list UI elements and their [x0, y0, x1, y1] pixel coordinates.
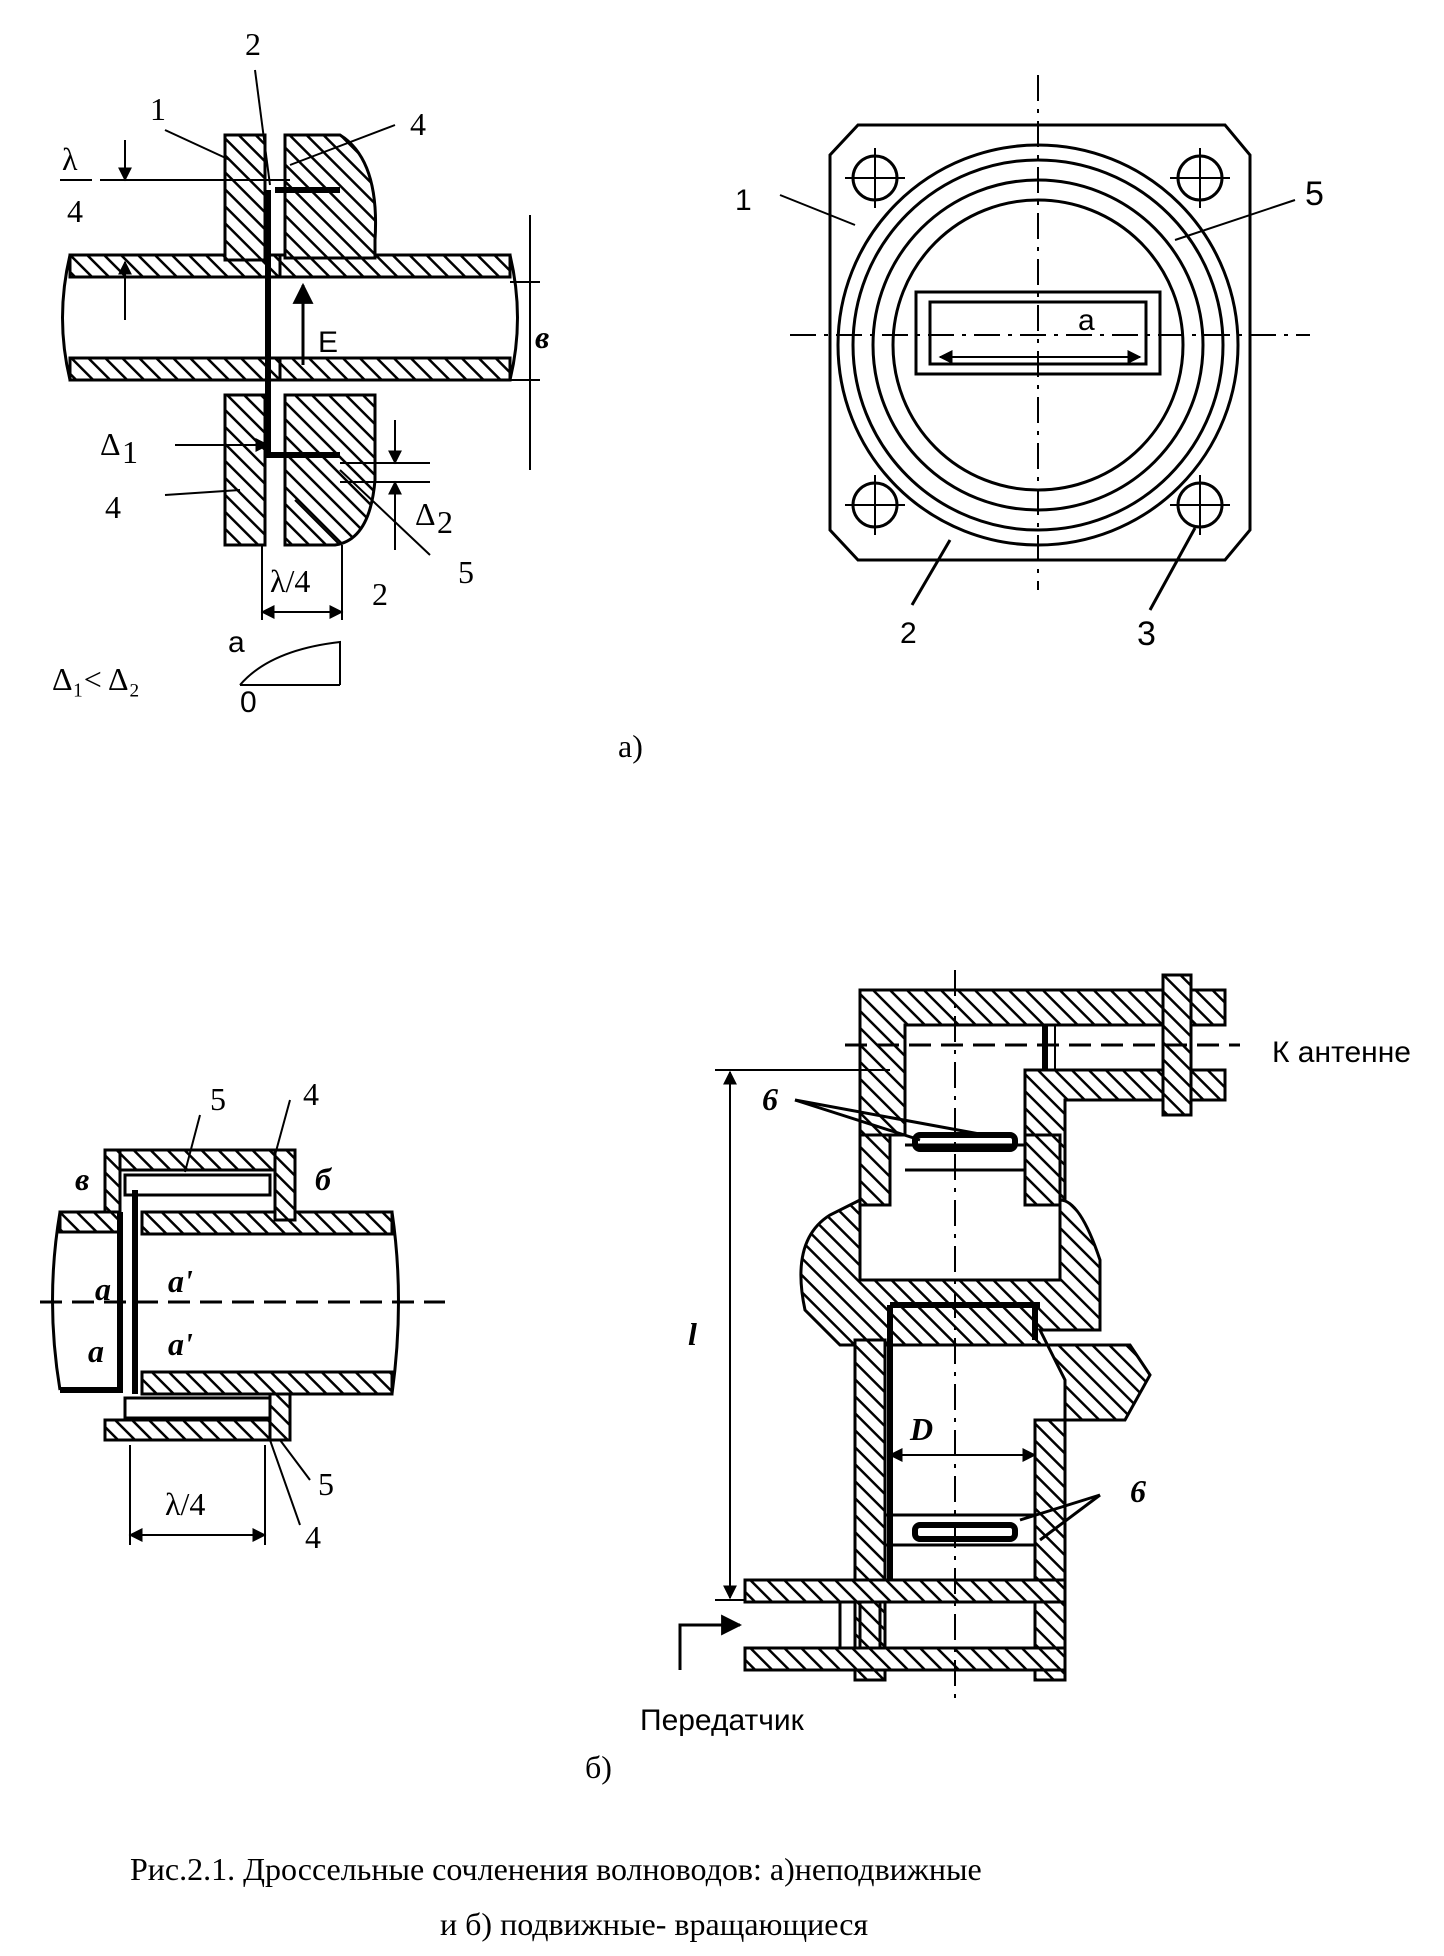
rotary-joint-section: К антенне D l 6 6 Передатчик — [640, 970, 1411, 1737]
section-label-4-bottom: 4 — [105, 489, 121, 525]
choke-flange-top — [283, 133, 378, 260]
to-antenna-label: К антенне — [1272, 1036, 1411, 1069]
coax-label-5-top: 5 — [210, 1081, 226, 1117]
flange-label-1: 1 — [735, 184, 752, 217]
section-label-2-bottom: 2 — [372, 576, 388, 612]
svg-text:0: 0 — [240, 686, 257, 719]
section-label-5: 5 — [458, 554, 474, 590]
flange-outline — [828, 123, 1252, 562]
left-guide-break — [61, 254, 72, 381]
choke-flange-bottom — [283, 393, 377, 547]
svg-text:2: 2 — [437, 504, 453, 540]
transmitter-label: Передатчик — [640, 1704, 805, 1737]
svg-text:a': a' — [168, 1263, 193, 1299]
svg-text:a: a — [95, 1271, 111, 1307]
lambda-quarter-bottom: λ/4 — [270, 563, 310, 599]
lambda-quarter-numerator: λ — [62, 141, 78, 177]
delta1-label: Δ — [100, 426, 121, 462]
length-label: l — [688, 1316, 697, 1352]
flange-label-5: 5 — [1305, 175, 1324, 213]
delta-relation: Δ₁< Δ₂ — [52, 661, 140, 697]
section-label-2-top: 2 — [245, 26, 261, 62]
section-label-4-top: 4 — [410, 106, 426, 142]
caption-a: а) — [618, 728, 643, 764]
side-v-label: в — [75, 1161, 89, 1197]
figure-caption-line1: Рис.2.1. Дроссельные сочленения волновод… — [130, 1851, 982, 1887]
coaxial-choke-section: λ/4 5 4 5 4 в б a a a' a' — [40, 1076, 445, 1555]
transmitter-arrow — [678, 1614, 743, 1670]
dim-b-label: в — [535, 319, 549, 355]
field-label: E — [318, 326, 338, 359]
svg-text:1: 1 — [122, 434, 138, 470]
right-guide-top-wall — [278, 253, 512, 279]
bolt-holes — [845, 148, 1230, 535]
svg-text:a: a — [88, 1333, 104, 1369]
label-6-bottom: 6 — [1130, 1473, 1146, 1509]
choke-groove — [265, 190, 340, 458]
right-guide-bottom-wall — [278, 356, 512, 382]
coax-label-4-top: 4 — [303, 1076, 319, 1112]
lambda-quarter-denominator: 4 — [67, 193, 83, 229]
choke-flange-front-view: a 1 5 2 3 — [735, 75, 1324, 653]
flange-label-3: 3 — [1137, 615, 1156, 653]
diameter-label: D — [909, 1411, 933, 1447]
small-impedance-plot — [239, 640, 341, 686]
section-label-1: 1 — [150, 91, 166, 127]
plain-flange-top — [223, 133, 267, 262]
caption-b: б) — [585, 1749, 612, 1785]
svg-text:a': a' — [168, 1326, 193, 1362]
svg-text:a: a — [228, 626, 245, 659]
side-b-label: б — [315, 1161, 333, 1197]
flange-label-2: 2 — [900, 617, 917, 650]
coax-label-5-bottom: 5 — [318, 1466, 334, 1502]
figure-caption-line2: и б) подвижные- вращающиеся — [440, 1906, 868, 1942]
right-guide-break — [508, 254, 519, 381]
dim-a-label: a — [1078, 304, 1095, 337]
left-guide-bottom-wall — [68, 356, 282, 382]
coax-lambda-quarter: λ/4 — [165, 1486, 205, 1522]
choke-joint-section: E λ 4 в Δ 1 Δ 2 λ/4 1 2 — [52, 26, 549, 719]
delta2-label: Δ — [415, 496, 436, 532]
label-6-top: 6 — [762, 1081, 778, 1117]
coax-label-4-bottom: 4 — [305, 1519, 321, 1555]
plain-flange-bottom — [223, 393, 267, 547]
